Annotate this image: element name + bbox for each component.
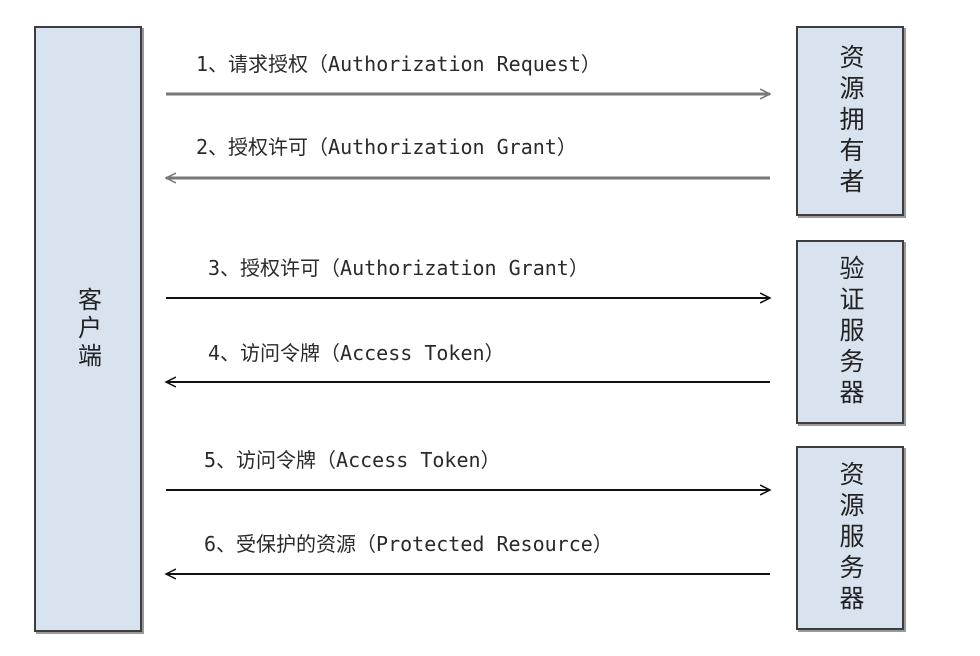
message-1-label: 1、请求授权（Authorization Request）	[196, 52, 601, 76]
resource-owner-label: 资源拥有者	[836, 43, 865, 199]
client-box: 客户端	[34, 26, 142, 632]
authorization-server-box: 验证服务器	[796, 240, 904, 424]
message-2-label: 2、授权许可（Authorization Grant）	[196, 135, 577, 159]
message-5-label: 5、访问令牌（Access Token）	[204, 448, 501, 472]
resource-server-label: 资源服务器	[836, 460, 865, 616]
resource-owner-box: 资源拥有者	[796, 26, 904, 216]
message-6-label: 6、受保护的资源（Protected Resource）	[204, 532, 613, 556]
message-4-label: 4、访问令牌（Access Token）	[208, 341, 505, 365]
authorization-server-label: 验证服务器	[836, 254, 865, 410]
message-3-label: 3、授权许可（Authorization Grant）	[208, 256, 589, 280]
client-label: 客户端	[73, 287, 102, 371]
resource-server-box: 资源服务器	[796, 446, 904, 630]
